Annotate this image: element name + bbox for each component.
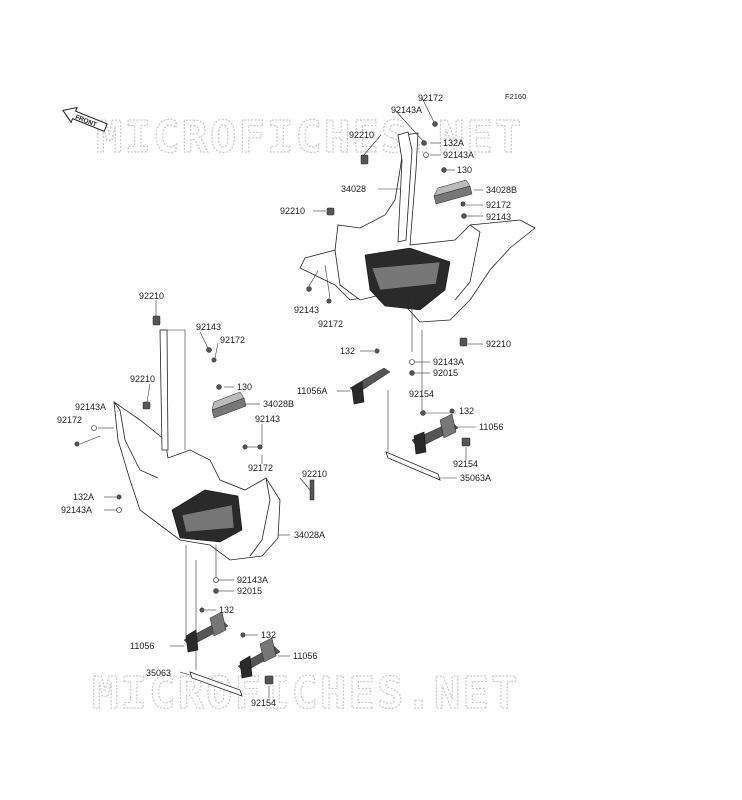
bolt-icon: [420, 410, 426, 416]
part-label: 92172: [418, 93, 443, 103]
footpeg-11056-lower: [237, 637, 281, 679]
stay-35063: [189, 671, 243, 697]
bolt-icon: [461, 437, 471, 447]
bolt-icon: [374, 348, 380, 354]
grommet-icon: [360, 154, 369, 165]
part-label: 132A: [443, 138, 464, 148]
screw-icon: [441, 167, 447, 173]
part-label: 92143: [486, 212, 511, 222]
part-label: 92143A: [237, 575, 268, 585]
grommet-icon: [142, 401, 151, 410]
part-label: 92143: [196, 322, 221, 332]
nut-icon: [409, 370, 415, 376]
bolt-icon: [199, 607, 205, 613]
left-footrest-assembly: [74, 300, 315, 698]
bolt-icon: [432, 121, 438, 127]
part-label: 92210: [280, 206, 305, 216]
bolt-icon: [326, 298, 332, 304]
bolt-icon: [116, 494, 122, 500]
footpeg-11056-upper: [183, 611, 229, 653]
nut-icon: [206, 347, 212, 353]
part-label: 92143: [255, 414, 280, 424]
part-label: 92143: [294, 305, 319, 315]
part-label: 92143A: [391, 105, 422, 115]
part-label: 92015: [433, 368, 458, 378]
bolt-icon: [460, 201, 466, 207]
washer-icon: [409, 359, 415, 365]
washer-icon: [116, 507, 122, 513]
part-label: 92154: [251, 698, 276, 708]
part-label: 34028A: [294, 530, 325, 540]
nut-icon: [461, 213, 467, 219]
part-label: 92143A: [433, 357, 464, 367]
part-label: 130: [457, 165, 472, 175]
bolt-icon: [240, 632, 246, 638]
footpeg-11056: [411, 413, 459, 455]
figure-code: F2160: [505, 92, 526, 101]
part-label: 34028: [341, 184, 366, 194]
part-label: 92172: [486, 200, 511, 210]
step-mat-34028B: [433, 179, 473, 205]
part-label: 92015: [237, 586, 262, 596]
washer-icon: [213, 577, 219, 583]
nut-icon: [213, 588, 219, 594]
bolt-icon: [449, 408, 455, 414]
part-label: 130: [237, 382, 252, 392]
bolt-icon: [74, 441, 80, 447]
part-label: 92154: [409, 389, 434, 399]
part-label: 92172: [318, 319, 343, 329]
part-label: 92143A: [443, 150, 474, 160]
bolt-icon: [421, 140, 427, 146]
grommet-icon: [459, 337, 468, 347]
part-label: 92210: [486, 339, 511, 349]
part-label: 92172: [220, 335, 245, 345]
bolt-icon: [242, 444, 248, 450]
part-label: 92172: [57, 415, 82, 425]
part-label: 35063A: [460, 473, 491, 483]
part-label: 92154: [453, 459, 478, 469]
part-label: 11056: [130, 641, 154, 651]
part-label: 92143A: [61, 505, 92, 515]
part-label: 92210: [130, 374, 155, 384]
bolt-icon: [211, 357, 217, 363]
part-label: 132: [219, 605, 234, 615]
part-label: 92210: [302, 469, 327, 479]
part-label: 92172: [248, 463, 273, 473]
part-label: 34028B: [486, 185, 517, 195]
footpeg-11056A: [349, 367, 391, 405]
washer-icon: [91, 425, 97, 431]
grommet-icon: [152, 315, 161, 326]
right-footrest-assembly: [299, 97, 536, 481]
stay-35063A: [385, 451, 441, 481]
part-label: 11056: [293, 651, 317, 661]
bolt-icon: [257, 444, 263, 450]
part-label: 132: [261, 630, 276, 640]
part-label: 11056: [479, 422, 503, 432]
part-label: 132: [459, 406, 474, 416]
nut-icon: [306, 286, 312, 292]
part-label: 34028B: [263, 399, 294, 409]
grommet-icon: [326, 207, 335, 216]
bolt-icon: [264, 675, 274, 685]
watermark-bottom: MICROFICHES.NET: [92, 668, 519, 719]
screw-icon: [216, 384, 222, 390]
part-label: 132: [340, 346, 355, 356]
part-label: 92143A: [75, 402, 106, 412]
pin-icon: [309, 479, 315, 501]
part-label: 92210: [349, 130, 374, 140]
step-mat-34028B: [211, 391, 247, 419]
part-label: 132A: [73, 492, 94, 502]
part-label: 11056A: [297, 386, 327, 396]
washer-icon: [423, 152, 429, 158]
watermark-top: MICROFICHES.NET: [96, 112, 523, 163]
part-label: 92210: [139, 291, 164, 301]
part-label: 35063: [146, 668, 171, 678]
